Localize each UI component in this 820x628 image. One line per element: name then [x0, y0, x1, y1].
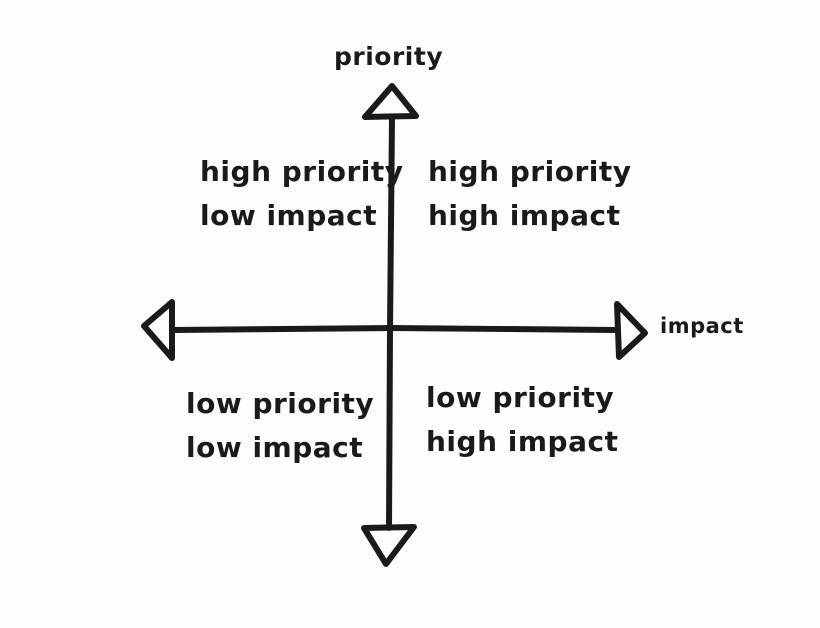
quadrant-top-right-line2: high impact: [428, 199, 621, 232]
quadrant-top-right-line1: high priority: [428, 155, 632, 188]
quadrant-bottom-left: low priority low impact: [186, 382, 374, 470]
quadrant-top-left-line2: low impact: [200, 199, 378, 232]
quadrant-top-left: high priority low impact: [200, 150, 403, 238]
quadrant-bottom-left-line2: low impact: [186, 431, 364, 464]
up-arrow-icon: [362, 83, 419, 120]
quadrant-bottom-left-line1: low priority: [186, 387, 375, 420]
left-arrow-icon: [141, 299, 175, 361]
horizontal-axis-line: [171, 325, 617, 333]
right-arrow-icon: [614, 301, 648, 360]
down-arrow-icon: [361, 524, 417, 567]
quadrant-top-right: high priority high impact: [428, 150, 631, 238]
quadrant-bottom-right-line1: low priority: [426, 381, 615, 414]
impact-axis-label: impact: [660, 314, 744, 338]
quadrant-top-left-line1: high priority: [200, 155, 404, 188]
priority-axis-label: priority: [334, 42, 444, 71]
quadrant-bottom-right: low priority high impact: [426, 376, 618, 464]
quadrant-bottom-right-line2: high impact: [426, 425, 619, 458]
